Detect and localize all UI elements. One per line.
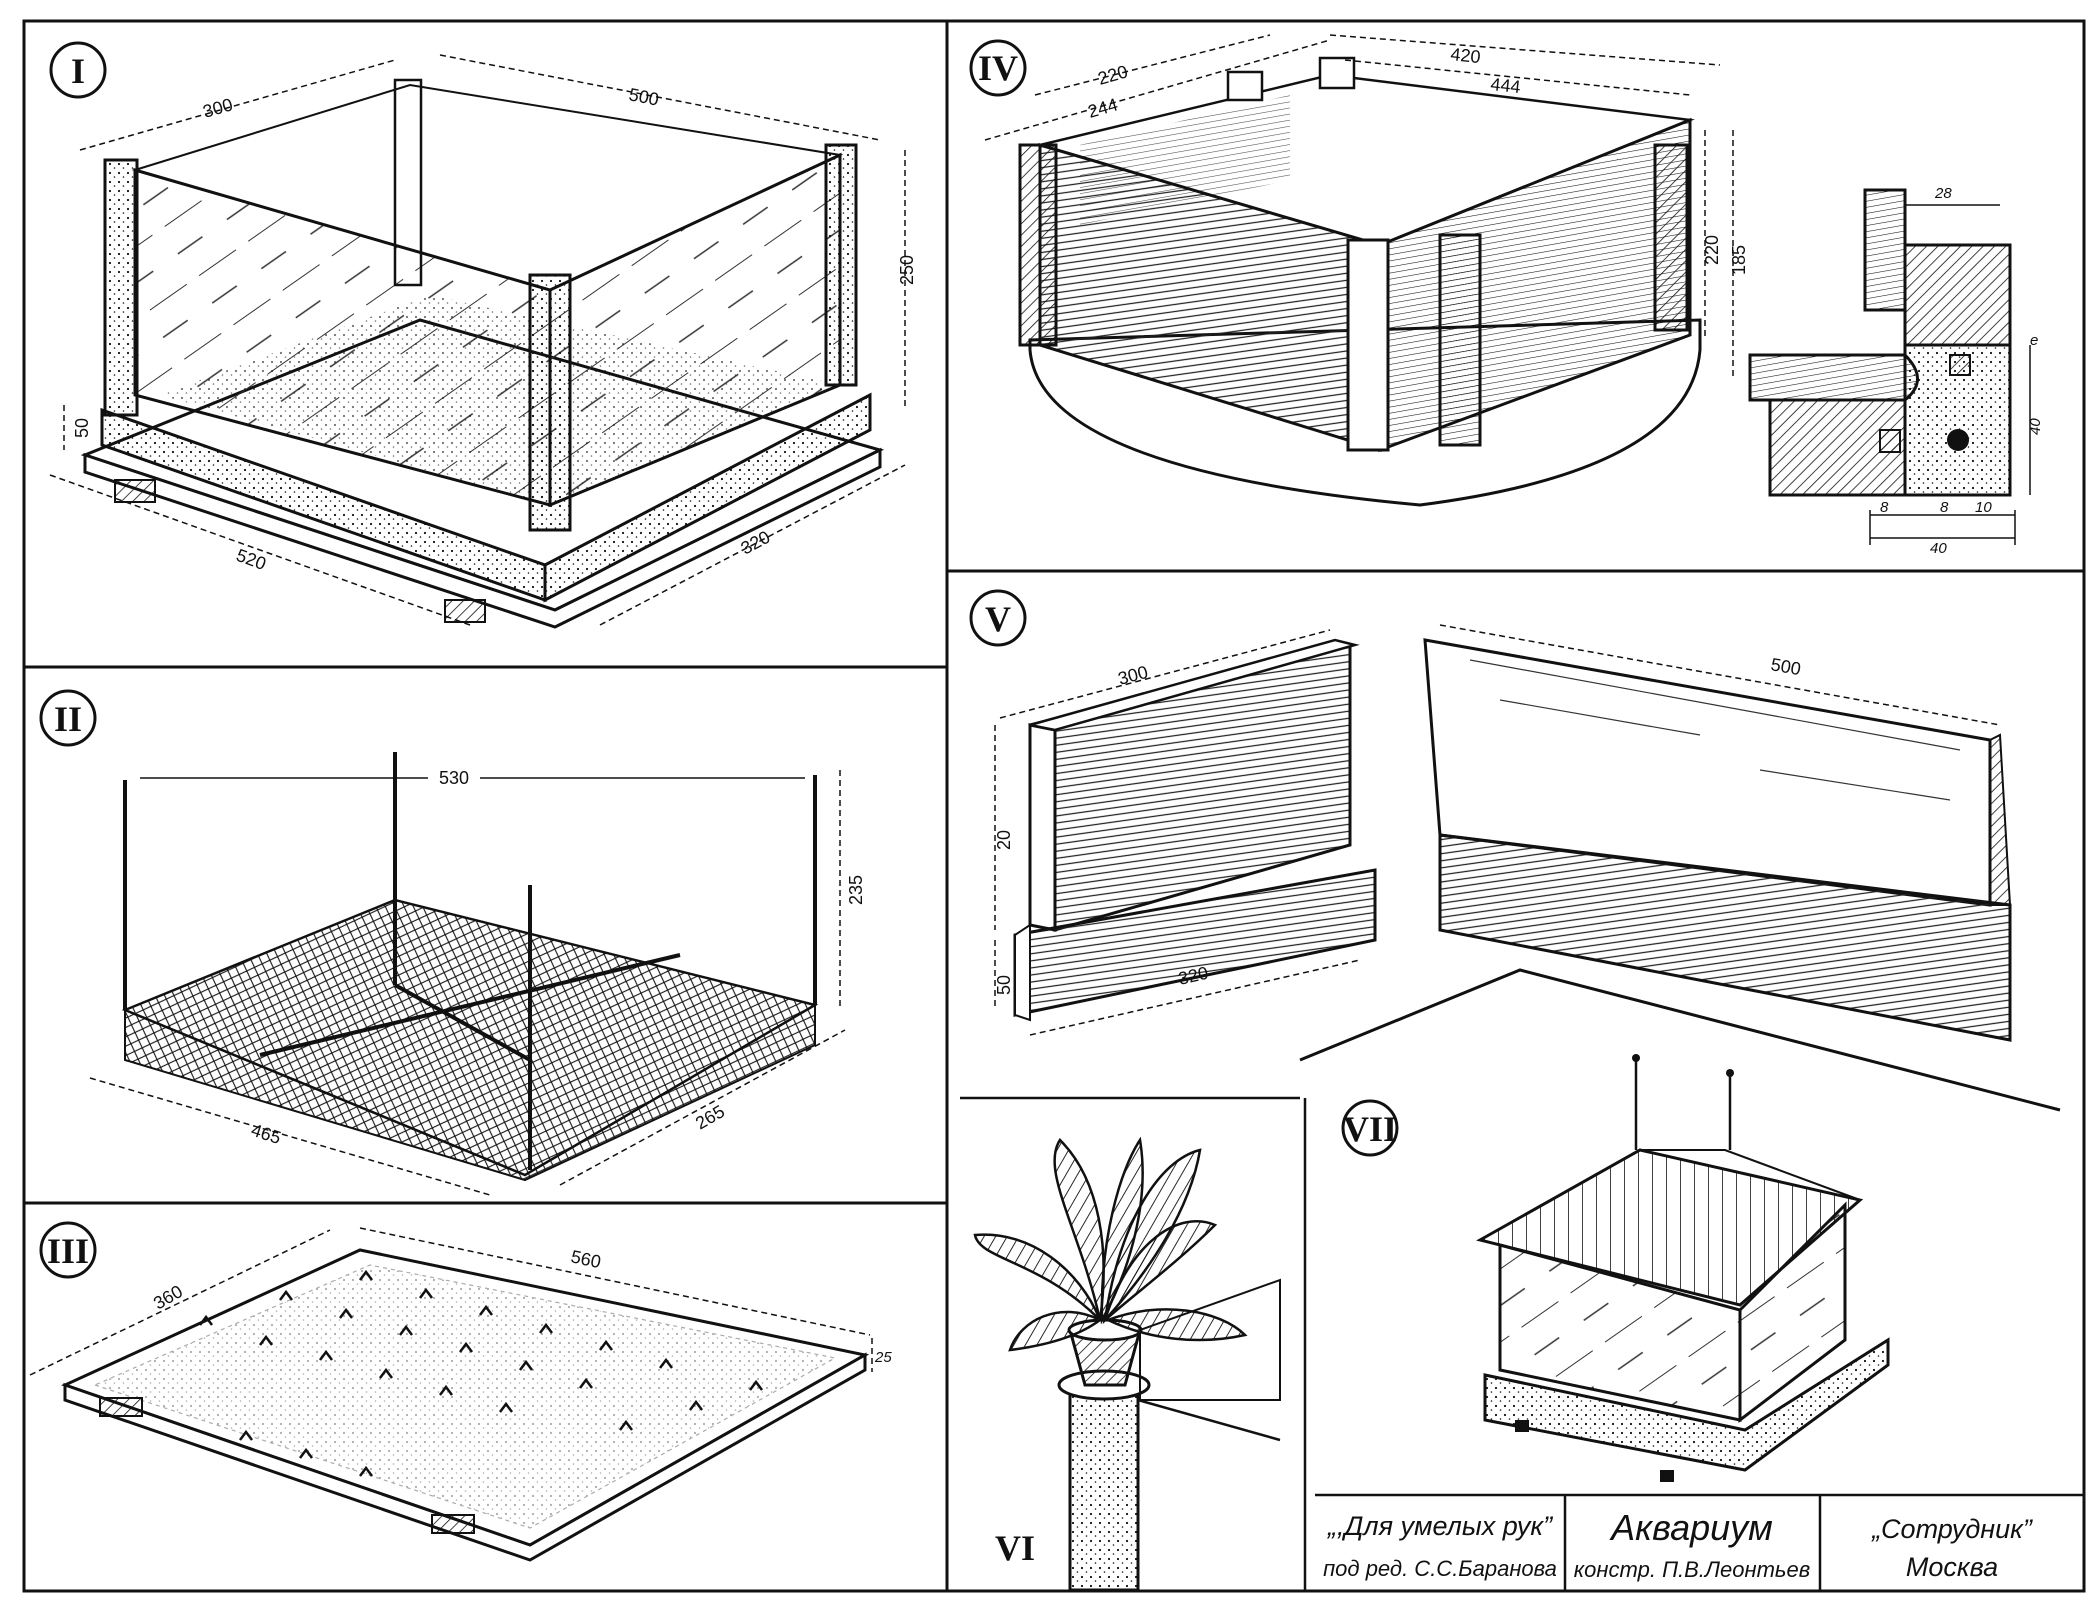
panel-ii-dim-465: 465 <box>249 1120 284 1148</box>
panel-i-dim-520: 520 <box>234 545 269 574</box>
panel-vii: VII <box>1341 1054 1890 1482</box>
panel-iv-dim-e: e <box>2030 332 2038 349</box>
panel-v: V 300 20 50 320 500 <box>969 589 2012 1042</box>
panel-iv-dim-244: 244 <box>1086 94 1120 122</box>
title-block-constructor: констр. П.В.Леонтьев <box>1574 1557 1810 1582</box>
panel-ii-badge <box>39 689 97 747</box>
panel-v-dim-20: 20 <box>994 830 1014 850</box>
panel-iii-hooks <box>199 1269 763 1477</box>
panel-ii-wire-frame <box>123 752 817 1170</box>
panel-ii: II 530 235 465 265 <box>39 689 866 1196</box>
panel-iv-dim-40-bottom: 40 <box>1930 540 1947 557</box>
panel-i-dim-50: 50 <box>72 418 92 438</box>
panel-ii-dim-265: 265 <box>692 1101 728 1133</box>
panel-ii-mesh-base <box>121 898 819 1177</box>
panel-i-badge <box>49 41 107 99</box>
panel-i-numeral: I <box>71 51 85 91</box>
panel-iv-dim-28: 28 <box>1934 185 1952 202</box>
panel-ii-numeral: II <box>54 699 82 739</box>
panel-i-dim-300: 300 <box>201 94 235 122</box>
panel-vii-badge <box>1341 1099 1399 1157</box>
panel-v-dim-500: 500 <box>1769 654 1802 679</box>
panel-iv-dim-10: 10 <box>1975 499 1992 516</box>
panel-vi-stand <box>1068 1383 1140 1592</box>
panel-iii-numeral: III <box>47 1231 89 1271</box>
title-block-editor: под ред. С.С.Баранова <box>1323 1556 1557 1581</box>
panel-ii-dim-235: 235 <box>846 875 866 905</box>
panel-v-dim-300: 300 <box>1116 662 1150 689</box>
panel-v-dim-50: 50 <box>994 975 1014 995</box>
panel-iii: III 360 560 25 <box>29 1221 892 1562</box>
panel-vi: VI <box>973 1136 1281 1592</box>
title-block-title: Аквариум <box>1609 1507 1773 1548</box>
panel-iv: IV 220 244 420 444 220 185 <box>969 34 2044 557</box>
panel-vi-numeral: VI <box>995 1528 1035 1568</box>
panel-i-dim-250: 250 <box>897 255 917 285</box>
panel-i-dim-500: 500 <box>627 84 660 109</box>
panel-ii-dim-530: 530 <box>439 768 469 788</box>
panel-iii-dim-25: 25 <box>874 1349 892 1366</box>
panel-iii-dim-560: 560 <box>569 1246 603 1272</box>
panel-v-badge <box>969 589 1027 647</box>
panel-iv-dim-40-side: 40 <box>2027 418 2044 435</box>
title-block-city: Москва <box>1906 1552 1998 1582</box>
panel-iv-dim-185: 185 <box>1729 245 1749 275</box>
panel-iv-dim-220-side: 220 <box>1702 235 1722 265</box>
panel-iii-dim-360: 360 <box>150 1281 186 1313</box>
panel-iv-dim-420: 420 <box>1450 44 1482 67</box>
title-block-publisher: „Сотрудник” <box>1871 1514 2033 1544</box>
panel-iv-numeral: IV <box>978 48 1018 88</box>
panel-iv-dim-8b: 8 <box>1940 499 1949 516</box>
panel-v-numeral: V <box>985 599 1011 639</box>
sheet-frame <box>22 19 2086 1593</box>
panel-iv-dim-220-top: 220 <box>1096 61 1130 89</box>
panel-vi-plant <box>973 1136 1248 1352</box>
title-block-series: „,Для умелых рук” <box>1327 1511 1553 1541</box>
panel-iv-dim-444: 444 <box>1490 74 1522 97</box>
title-block: „,Для умелых рук” под ред. С.С.Баранова … <box>1315 1493 2084 1591</box>
panel-iv-badge <box>969 39 1027 97</box>
panel-i: I 300 500 250 50 520 320 <box>49 41 917 629</box>
panel-iv-section: 28 40 e 8 8 10 40 <box>1748 185 2044 557</box>
panel-iv-dim-8a: 8 <box>1880 499 1889 516</box>
panel-vii-numeral: VII <box>1343 1109 1397 1149</box>
panel-iii-badge <box>39 1221 97 1279</box>
